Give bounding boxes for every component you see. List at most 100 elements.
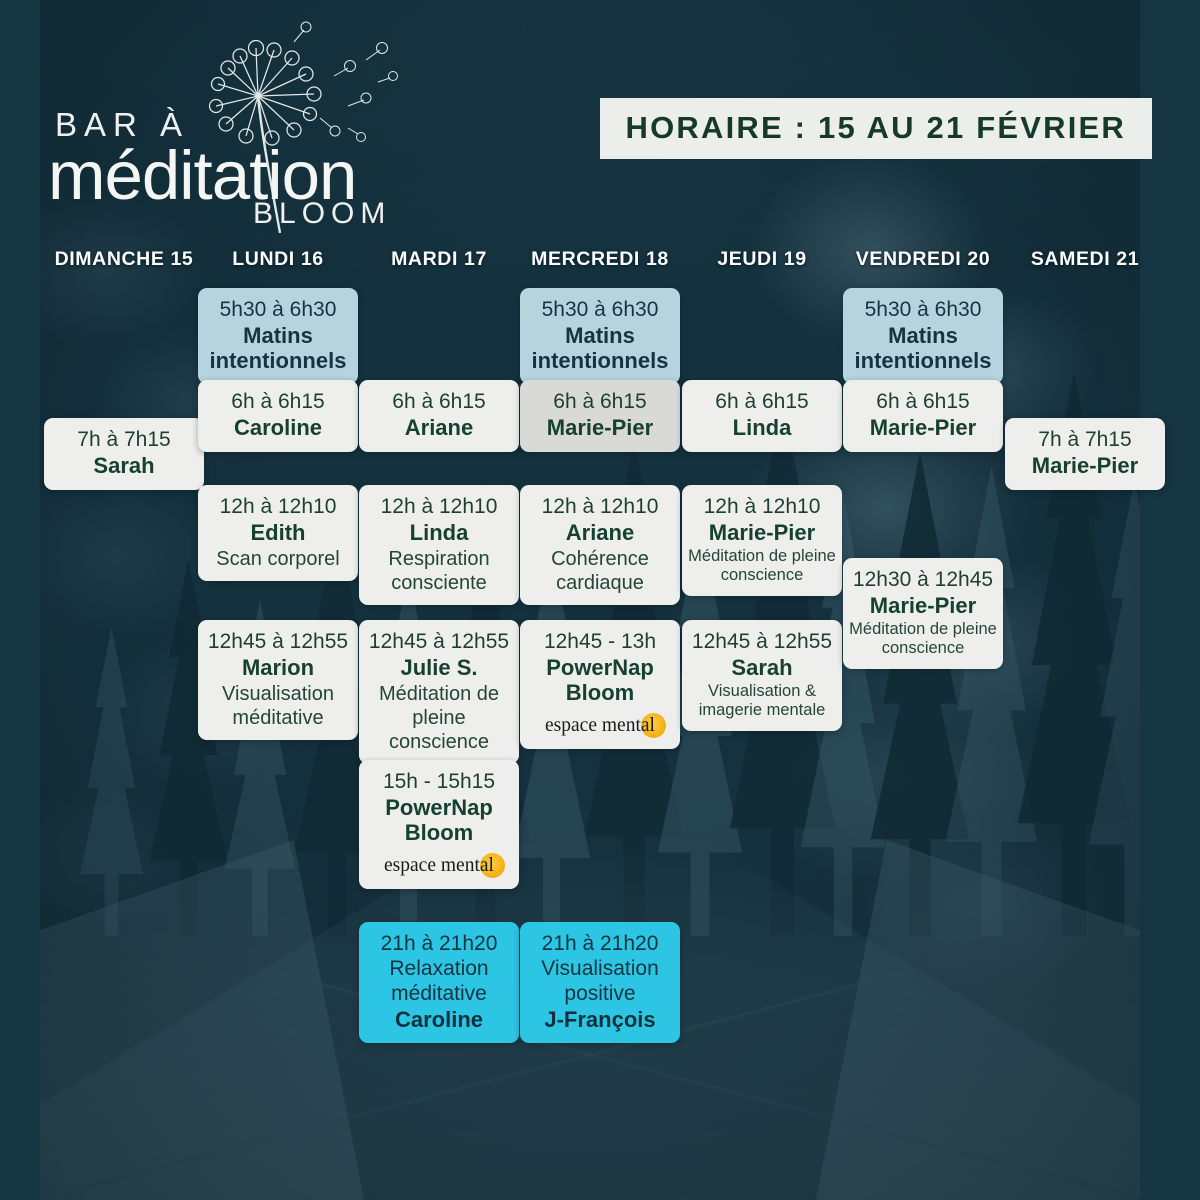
- session-title: Marion: [241, 655, 315, 681]
- session-title: PowerNap: [385, 795, 493, 821]
- session-title: Sarah: [93, 453, 155, 479]
- session-time: 12h à 12h10: [703, 495, 821, 518]
- session-description: Visualisation & imagerie mentale: [698, 681, 826, 720]
- day-header-4: MERCREDI 18: [531, 248, 669, 270]
- session-time: 5h30 à 6h30: [541, 298, 659, 321]
- day-header-2: LUNDI 16: [232, 248, 324, 270]
- session-instructor: J-François: [544, 1006, 656, 1032]
- session-time: 21h à 21h20: [541, 932, 659, 955]
- espace-mental-wordmark: espace mental: [384, 854, 494, 877]
- espace-mental-logo: espace mental: [365, 853, 513, 879]
- session-title: Marie-Pier: [869, 415, 977, 441]
- session-time: 12h45 - 13h: [543, 630, 657, 653]
- session-title: Marie-Pier: [869, 593, 977, 619]
- espace-mental-word-2: mental: [440, 855, 494, 877]
- session-time: 12h45 à 12h55: [368, 630, 510, 653]
- session-time: 6h à 6h15: [231, 390, 325, 413]
- session-description: Relaxation méditative: [389, 957, 489, 1006]
- session-title-line2: intentionnels: [209, 347, 347, 373]
- session-title: Sarah: [731, 655, 793, 681]
- session-time: 15h - 15h15: [382, 770, 496, 793]
- espace-mental-word-1: espace: [384, 855, 441, 877]
- session-time: 12h45 à 12h55: [691, 630, 833, 653]
- session-title: Julie S.: [400, 655, 478, 681]
- gold-circle-icon: [480, 853, 505, 879]
- session-title: Linda: [409, 520, 469, 546]
- session-title: Marie-Pier: [708, 520, 816, 546]
- session-title-line2: intentionnels: [854, 347, 992, 373]
- session-description: Respiration consciente: [388, 547, 490, 594]
- session-description: Cohérence cardiaque: [551, 547, 649, 594]
- day-header-5: JEUDI 19: [717, 248, 807, 270]
- espace-mental-wordmark: espace mental: [545, 714, 655, 737]
- session-time: 12h à 12h10: [541, 495, 659, 518]
- brand-line-2: méditation: [48, 137, 357, 214]
- session-title: PowerNap: [546, 655, 654, 681]
- session-time: 5h30 à 6h30: [864, 298, 982, 321]
- session-title: Marie-Pier: [1031, 453, 1139, 479]
- session-title: Matins: [243, 323, 313, 349]
- schedule-title-banner: HORAIRE : 15 AU 21 FÉVRIER: [599, 98, 1152, 159]
- day-header-3: MARDI 17: [391, 248, 487, 270]
- gold-circle-icon: [641, 713, 666, 739]
- session-time: 12h à 12h10: [380, 495, 498, 518]
- brand-logo: BAR À méditation BLOOM: [48, 18, 448, 233]
- session-title: Ariane: [404, 415, 474, 441]
- session-title-line2: intentionnels: [531, 347, 669, 373]
- day-header-1: DIMANCHE 15: [54, 248, 194, 270]
- session-title: Marie-Pier: [546, 415, 654, 441]
- session-title-line2: Bloom: [404, 819, 474, 845]
- brand-line-3: BLOOM: [253, 197, 392, 230]
- session-description: Visualisation méditative: [222, 682, 334, 729]
- session-time: 12h45 à 12h55: [207, 630, 349, 653]
- session-title: Matins: [565, 323, 635, 349]
- session-time: 12h30 à 12h45: [852, 568, 994, 591]
- day-header-6: VENDREDI 20: [855, 248, 991, 270]
- espace-mental-word-1: espace: [545, 715, 602, 737]
- session-title: Matins: [888, 323, 958, 349]
- session-time: 7h à 7h15: [77, 428, 171, 451]
- session-time: 21h à 21h20: [380, 932, 498, 955]
- session-time: 7h à 7h15: [1038, 428, 1132, 451]
- dandelion-icon: [208, 21, 398, 233]
- session-title-line2: Bloom: [565, 679, 635, 705]
- session-title: Linda: [732, 415, 792, 441]
- session-time: 6h à 6h15: [392, 390, 486, 413]
- session-title: Caroline: [233, 415, 323, 441]
- session-instructor: Caroline: [394, 1006, 484, 1032]
- session-description: Scan corporel: [216, 547, 340, 570]
- session-time: 6h à 6h15: [553, 390, 647, 413]
- session-time: 5h30 à 6h30: [219, 298, 337, 321]
- session-description: Méditation de pleine conscience: [849, 619, 997, 658]
- day-header-row: DIMANCHE 15 LUNDI 16 MARDI 17 MERCREDI 18 JE…: [0, 248, 1200, 278]
- session-description: Visualisation positive: [541, 957, 659, 1006]
- day-header-7: SAMEDI 21: [1030, 248, 1140, 270]
- session-time: 6h à 6h15: [715, 390, 809, 413]
- session-title: Edith: [250, 520, 306, 546]
- session-time: 6h à 6h15: [876, 390, 970, 413]
